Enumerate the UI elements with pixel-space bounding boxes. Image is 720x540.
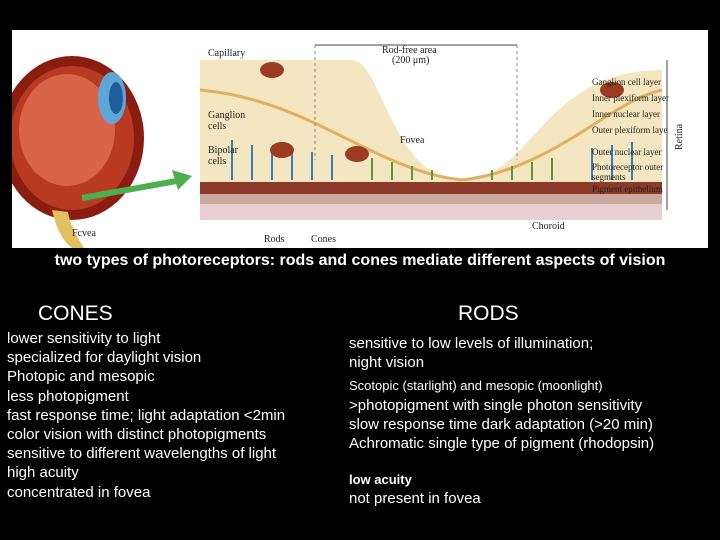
cones-property: specialized for daylight vision	[7, 348, 285, 367]
layer-label: Photoreceptor outer	[592, 162, 663, 172]
rods-property: sensitive to low levels of illumination;	[349, 334, 654, 353]
label-cones: Cones	[311, 234, 336, 245]
label-ganglion: Ganglion	[208, 110, 245, 121]
cones-property: concentrated in fovea	[7, 483, 285, 502]
cones-property: color vision with distinct photopigments	[7, 425, 285, 444]
layer-label: segments	[592, 172, 626, 182]
layer-label: Outer plexiform laye	[592, 125, 667, 135]
cones-property: fast response time; light adaptation <2m…	[7, 406, 285, 425]
rods-property: Achromatic single type of pigment (rhodo…	[349, 434, 654, 453]
label-ganglion-cells: cells	[208, 121, 226, 132]
layer-label: Pigment epithelium	[592, 184, 663, 194]
label-fovea-center: Fovea	[400, 135, 425, 146]
rods-property: Scotopic (starlight) and mesopic (moonli…	[349, 376, 654, 395]
cones-property: Photopic and mesopic	[7, 367, 285, 386]
rods-property: low acuity	[349, 470, 654, 489]
cones-properties-list: lower sensitivity to light specialized f…	[7, 329, 285, 502]
eyeball-illustration	[12, 56, 144, 248]
label-bipolar: Bipolar	[208, 145, 239, 156]
retina-diagram: Capillary Rod-free area (200 μm) Ganglio…	[12, 30, 708, 248]
cones-title: CONES	[38, 302, 113, 326]
layer-label: Inner nuclear layer	[592, 109, 660, 119]
cones-property: high acuity	[7, 463, 285, 482]
rods-property: not present in fovea	[349, 489, 654, 508]
label-fovea-eye: Fcvea	[72, 228, 96, 239]
label-rod-free-size: (200 μm)	[392, 55, 429, 66]
layer-label: Ganglion cell layer	[592, 77, 661, 87]
figure-caption: two types of photoreceptors: rods and co…	[0, 252, 720, 270]
label-retina: Retina	[674, 123, 685, 150]
label-bipolar-cells: cells	[208, 156, 226, 167]
layer-label: Outer nuclear layer	[592, 147, 661, 157]
rods-title: RODS	[458, 302, 519, 326]
cones-property: lower sensitivity to light	[7, 329, 285, 348]
rods-property: >photopigment with single photon sensiti…	[349, 396, 654, 415]
rods-properties-list: sensitive to low levels of illumination;…	[349, 334, 654, 509]
cones-property: sensitive to different wavelengths of li…	[7, 444, 285, 463]
label-choroid: Choroid	[532, 221, 565, 232]
label-capillary: Capillary	[208, 48, 245, 59]
label-rods: Rods	[264, 234, 285, 245]
rods-property: night vision	[349, 353, 654, 372]
layer-label: Inner plexiform layer	[592, 93, 669, 103]
cones-property: less photopigment	[7, 387, 285, 406]
rods-property: slow response time dark adaptation (>20 …	[349, 415, 654, 434]
retina-figure: Capillary Rod-free area (200 μm) Ganglio…	[12, 30, 708, 248]
